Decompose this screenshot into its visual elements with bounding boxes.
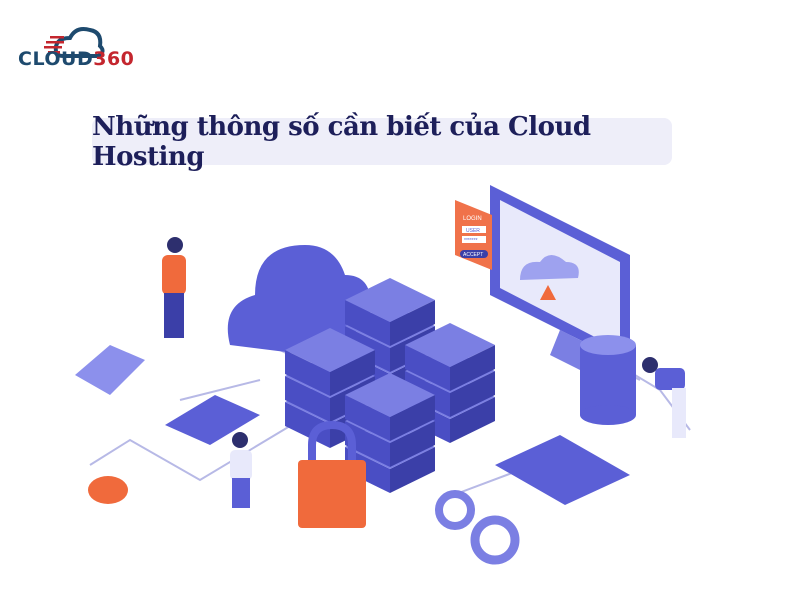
server-box: [450, 397, 495, 443]
padlock-icon: [298, 420, 366, 528]
cloud-icon: [227, 245, 371, 355]
login-accept-button: ACCEPT: [463, 252, 483, 258]
server-stack-icon: [285, 278, 495, 493]
server-box: [405, 345, 450, 391]
server-box: [390, 447, 435, 493]
person-icon: [162, 237, 186, 338]
person-icon: [642, 357, 686, 438]
login-heading: LOGIN: [463, 216, 482, 222]
server-box: [345, 395, 390, 441]
login-password: *******: [464, 238, 478, 244]
server-box: [330, 350, 375, 396]
database-icon: [580, 335, 636, 425]
shield-icon: [75, 345, 145, 395]
server-box: [345, 447, 390, 493]
logo-360: 360: [93, 48, 135, 70]
tablet-icon: [495, 435, 630, 505]
server-box: [390, 421, 435, 467]
server-box: [405, 323, 495, 367]
server-box: [285, 402, 330, 448]
server-box: [345, 421, 390, 467]
server-box: [285, 376, 330, 422]
server-box: [390, 300, 435, 346]
login-user: USER: [466, 228, 480, 234]
server-box: [390, 395, 435, 441]
server-box: [285, 328, 375, 372]
cloud360-logo-icon: [44, 27, 105, 58]
server-box: [450, 371, 495, 417]
server-box: [450, 345, 495, 391]
server-box: [345, 278, 435, 322]
server-box: [285, 350, 330, 396]
monitor-icon: [490, 185, 630, 370]
checkmark-icon: [88, 476, 128, 504]
gear-icon: [435, 490, 475, 530]
person-icon: [230, 432, 252, 508]
page-title: Những thông số cần biết của Cloud Hostin…: [92, 111, 591, 172]
logo-cloud: CLOUD: [18, 48, 94, 70]
server-box: [345, 373, 435, 417]
server-box: [345, 300, 390, 346]
cloud-hosting-illustration: LOGIN USER ******* ACCEPT: [75, 185, 691, 565]
gear-icon: [470, 515, 520, 565]
tablet-icon: [165, 395, 260, 445]
logo-text: CLOUD360: [18, 48, 134, 70]
title-banner: Những thông số cần biết của Cloud Hostin…: [92, 112, 672, 172]
login-card: LOGIN USER ******* ACCEPT: [455, 200, 492, 270]
